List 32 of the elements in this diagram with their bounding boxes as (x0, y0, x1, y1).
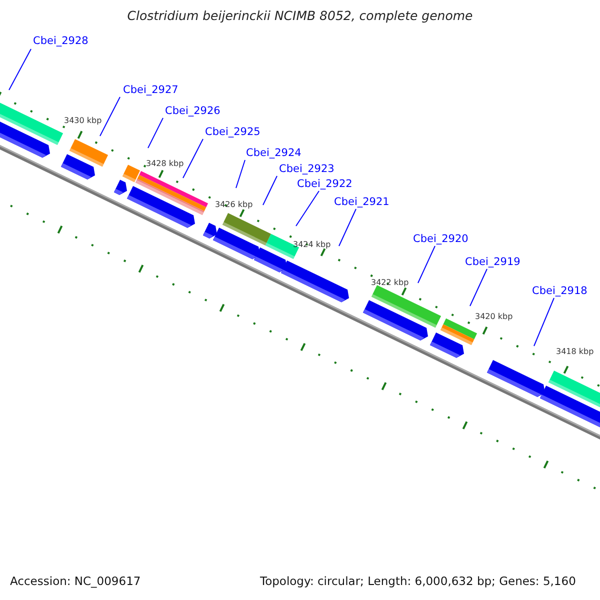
leader-line (338, 208, 356, 246)
leader-line (100, 96, 120, 136)
leader-line (182, 138, 204, 178)
scale-label: 3426 kbp (215, 200, 253, 210)
scale-label: 3424 kbp (293, 240, 331, 250)
leader-line (236, 160, 246, 188)
gene-label: Cbei_2919 (465, 256, 520, 268)
gene-label: Cbei_2921 (334, 196, 390, 208)
leader-line (534, 298, 554, 346)
leader-line (8, 48, 32, 90)
scale-label: 3420 kbp (475, 312, 513, 322)
scale-label: 3422 kbp (371, 278, 409, 288)
gene-label: Cbei_2926 (165, 105, 220, 118)
gene-label: Cbei_2920 (413, 233, 468, 246)
footer-text: Accession: NC_009617 (10, 575, 141, 588)
gene-label: Cbei_2925 (205, 126, 260, 138)
leader-line (470, 268, 488, 306)
gene-label: Cbei_2922 (297, 178, 352, 190)
leader-line (148, 118, 164, 148)
gene-label: Cbei_2927 (123, 84, 178, 96)
gene-label: Cbei_2918 (532, 285, 588, 298)
scale-label: 3428 kbp (146, 159, 184, 168)
leader-line (296, 190, 320, 226)
scale-label: 3418 kbp (556, 347, 594, 356)
leader-line (262, 176, 278, 206)
title: Clostridium beijerinckii NCIMB 8052, complete genome (126, 9, 474, 24)
leader-line (418, 246, 436, 284)
gene-label: Cbei_2924 (246, 147, 302, 160)
scale-label: 3430 kbp (64, 116, 102, 126)
footer-text: Topology: circular; Length: 6,000,632 bp; Genes: 5,160 (260, 575, 576, 588)
gene-label: Cbei_2928 (33, 35, 88, 48)
gene-label: Cbei_2923 (279, 163, 334, 176)
